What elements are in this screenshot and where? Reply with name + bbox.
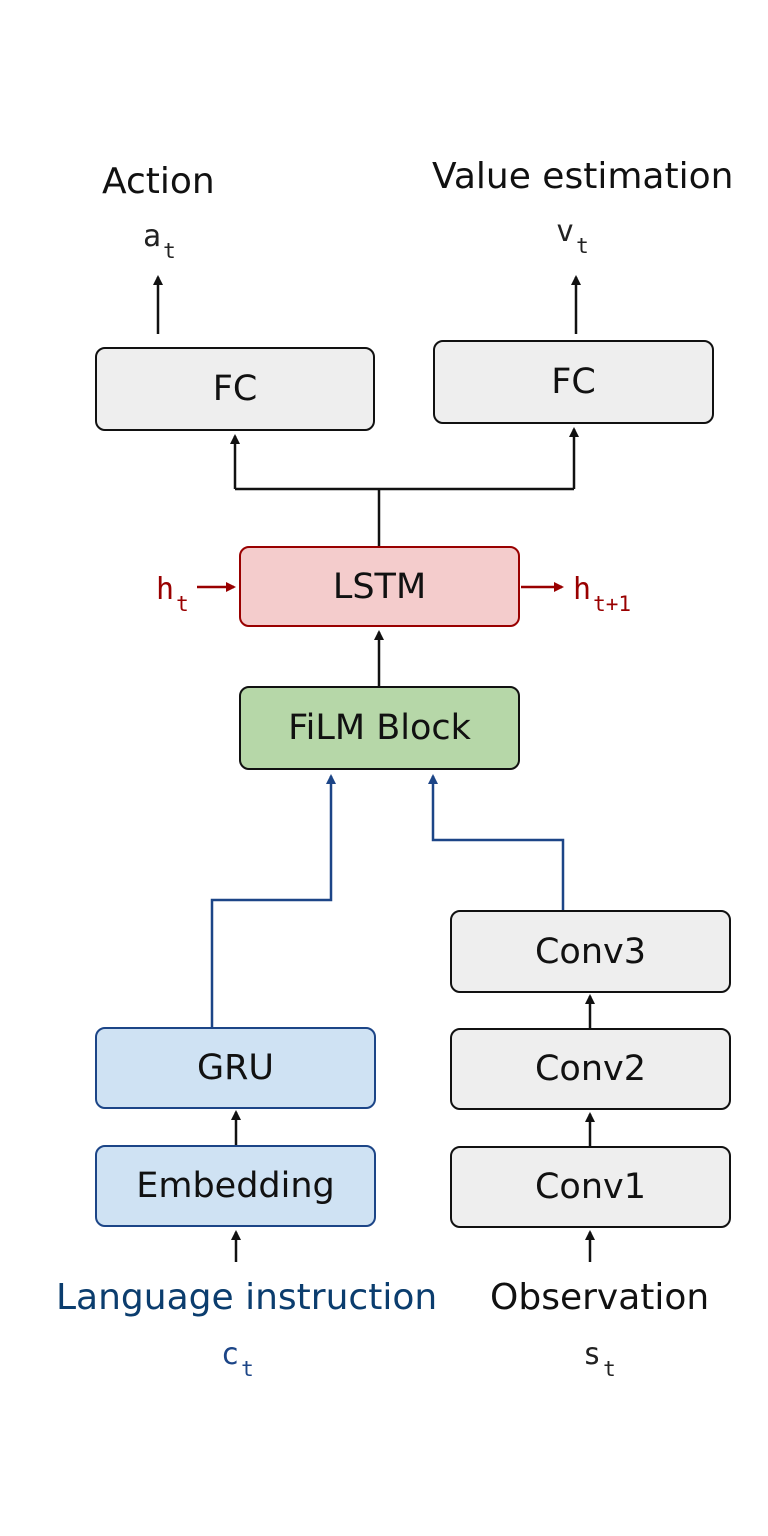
observation-var-symbol: s bbox=[583, 1337, 602, 1372]
fc-value-box: FC bbox=[433, 340, 714, 424]
action-label: Action bbox=[102, 161, 215, 202]
observation-var-subscript: t bbox=[603, 1357, 616, 1381]
edge-gru-film bbox=[210, 774, 336, 1027]
edge-conv3-film bbox=[428, 774, 565, 910]
hidden-state-in: ht bbox=[156, 572, 189, 615]
hidden-in-subscript: t bbox=[176, 592, 189, 616]
language-var-subscript: t bbox=[241, 1357, 254, 1381]
conv3-box: Conv3 bbox=[450, 910, 731, 993]
hidden-out-subscript: t+1 bbox=[593, 592, 631, 616]
conv2-box: Conv2 bbox=[450, 1028, 731, 1110]
embedding-box: Embedding bbox=[95, 1145, 376, 1227]
hidden-state-out: ht+1 bbox=[573, 572, 631, 615]
lstm-box: LSTM bbox=[239, 546, 520, 627]
observation-label: Observation bbox=[490, 1277, 710, 1318]
language-variable: ct bbox=[221, 1337, 254, 1380]
value-var-subscript: t bbox=[576, 234, 589, 258]
hidden-in-symbol: h bbox=[156, 572, 175, 607]
hidden-out-symbol: h bbox=[573, 572, 592, 607]
action-variable: at bbox=[143, 219, 176, 262]
observation-variable: st bbox=[583, 1337, 616, 1380]
gru-box: GRU bbox=[95, 1027, 376, 1109]
language-instruction-label: Language instruction bbox=[56, 1277, 438, 1318]
language-var-symbol: c bbox=[221, 1337, 240, 1372]
film-block-box: FiLM Block bbox=[239, 686, 520, 770]
value-var-symbol: v bbox=[556, 214, 575, 249]
conv1-box: Conv1 bbox=[450, 1146, 731, 1228]
fc-action-box: FC bbox=[95, 347, 375, 431]
action-var-subscript: t bbox=[163, 239, 176, 263]
value-estimation-label: Value estimation bbox=[432, 156, 734, 197]
action-var-symbol: a bbox=[143, 219, 162, 254]
value-variable: vt bbox=[556, 214, 589, 257]
